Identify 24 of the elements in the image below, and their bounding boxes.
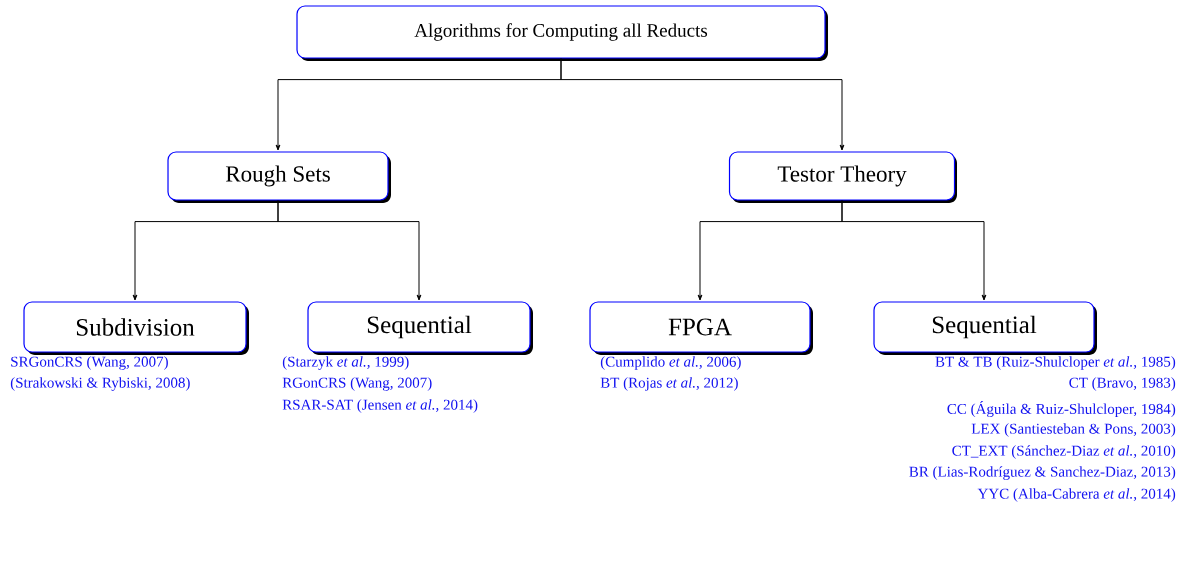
citation: BR (Lias-Rodríguez & Sanchez-Diaz, 2013) bbox=[909, 466, 1176, 480]
category-box: Rough Sets bbox=[167, 151, 391, 203]
citation: RGonCRS (Wang, 2007) bbox=[282, 377, 432, 391]
citation: BT (Rojas et al., 2012) bbox=[600, 377, 738, 391]
arrow bbox=[560, 58, 845, 151]
citation: CT_EXT (Sánchez-Diaz et al., 2010) bbox=[952, 445, 1176, 459]
category-box: Subdivision bbox=[23, 301, 249, 355]
category-box: Algorithms for Computing all Reducts bbox=[296, 5, 828, 61]
category-box: Testor Theory bbox=[728, 151, 957, 203]
category-box: Sequential bbox=[873, 301, 1097, 355]
citation: (Cumplido et al., 2006) bbox=[600, 356, 741, 370]
arrow bbox=[841, 200, 987, 301]
citation: BT & TB (Ruiz-Shulcloper et al., 1985) bbox=[935, 356, 1176, 370]
citation: RSAR-SAT (Jensen et al., 2014) bbox=[282, 399, 478, 413]
arrow bbox=[277, 200, 422, 301]
category-box: Sequential bbox=[307, 301, 533, 355]
citation: SRGonCRS (Wang, 2007) bbox=[11, 356, 168, 370]
citation: (Starzyk et al., 1999) bbox=[282, 356, 409, 370]
citation: YYC (Alba-Cabrera et al., 2014) bbox=[977, 488, 1176, 502]
category-box: FPGA bbox=[589, 301, 813, 355]
citation: LEX (Santiesteban & Pons, 2003) bbox=[971, 423, 1176, 437]
citation: CC (Águila & Ruiz-Shulcloper, 1984) bbox=[947, 400, 1176, 418]
citation: (Strakowski & Rybiski, 2008) bbox=[10, 377, 190, 391]
citation: CT (Bravo, 1983) bbox=[1069, 377, 1176, 391]
